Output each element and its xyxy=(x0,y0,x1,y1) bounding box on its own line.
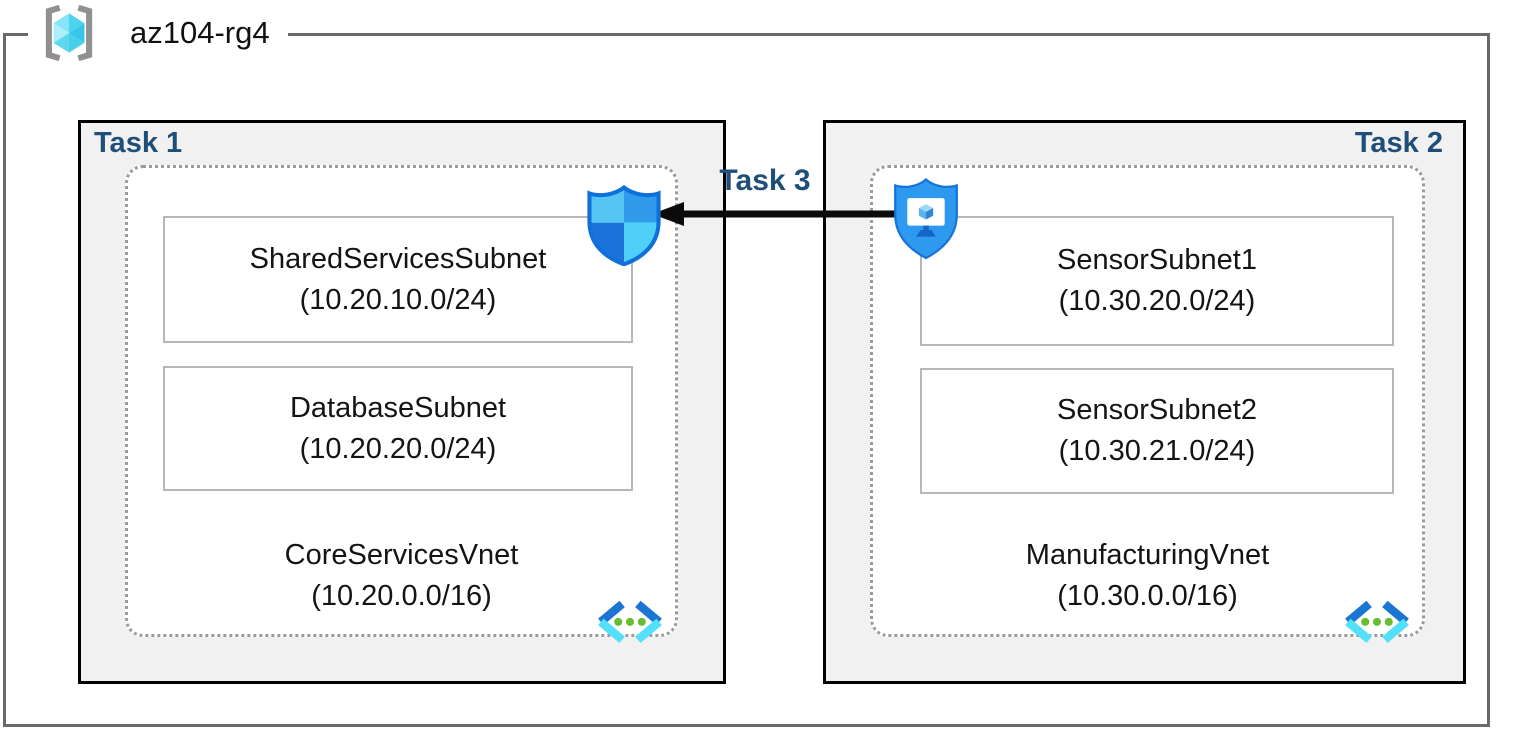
subnet-name: SensorSubnet2 xyxy=(1057,394,1257,426)
task3-label: Task 3 xyxy=(719,164,811,197)
vnet-name: ManufacturingVnet xyxy=(1025,539,1270,571)
resource-group-name: az104-rg4 xyxy=(130,15,270,50)
sensor-subnet2-box: SensorSubnet2 (10.30.21.0/24) xyxy=(920,368,1394,494)
asg-monitor-shield-icon xyxy=(894,177,958,260)
task3-arrow xyxy=(652,202,896,226)
subnet-name: SharedServicesSubnet xyxy=(249,242,547,275)
manufacturing-vnet-box: SensorSubnet1 (10.30.20.0/24) SensorSubn… xyxy=(870,165,1425,644)
resource-group-boundary xyxy=(3,33,1490,727)
resource-group-header: az104-rg4 xyxy=(28,2,288,64)
virtual-network-icon xyxy=(1345,600,1409,644)
core-services-vnet-label: CoreServicesVnet (10.20.0.0/16) xyxy=(128,535,675,617)
vnet-cidr: (10.20.0.0/16) xyxy=(311,580,492,612)
task1-title: Task 1 xyxy=(94,127,183,159)
subnet-cidr: (10.20.20.0/24) xyxy=(299,432,497,465)
vnet-name: CoreServicesVnet xyxy=(284,539,519,571)
shared-services-subnet-box: SharedServicesSubnet (10.20.10.0/24) xyxy=(163,216,633,343)
subnet-cidr: (10.20.10.0/24) xyxy=(299,283,497,316)
nsg-shield-icon xyxy=(587,184,661,266)
subnet-cidr: (10.30.21.0/24) xyxy=(1058,435,1256,467)
database-subnet-box: DatabaseSubnet (10.20.20.0/24) xyxy=(163,366,633,491)
subnet-cidr: (10.30.20.0/24) xyxy=(1058,285,1256,317)
sensor-subnet1-box: SensorSubnet1 (10.30.20.0/24) xyxy=(920,216,1394,346)
subnet-name: SensorSubnet1 xyxy=(1057,244,1257,276)
task2-title: Task 2 xyxy=(1354,127,1443,159)
manufacturing-vnet-label: ManufacturingVnet (10.30.0.0/16) xyxy=(873,535,1422,617)
resource-group-icon xyxy=(45,4,93,62)
core-services-vnet-box: SharedServicesSubnet (10.20.10.0/24) Dat… xyxy=(125,165,678,644)
virtual-network-icon xyxy=(598,600,662,644)
vnet-cidr: (10.30.0.0/16) xyxy=(1057,580,1238,612)
subnet-name: DatabaseSubnet xyxy=(289,391,507,424)
